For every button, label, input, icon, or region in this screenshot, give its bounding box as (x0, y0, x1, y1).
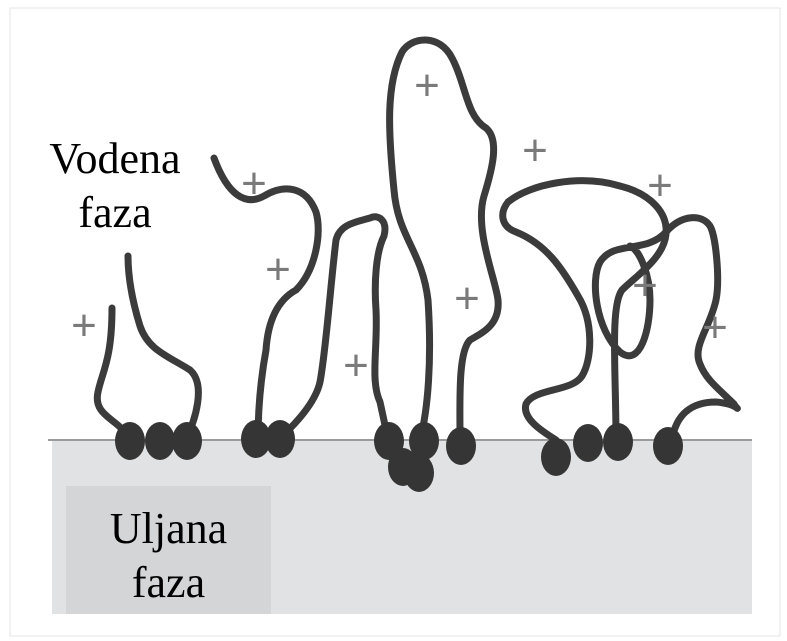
water-phase-label: Vodena faza (40, 132, 190, 240)
anchor-bead (653, 427, 683, 465)
water-phase-label-line-1: Vodena (40, 132, 190, 186)
plus-symbol: + (265, 245, 291, 294)
polymer-chain-2 (128, 256, 198, 440)
plus-symbol: + (454, 274, 480, 323)
anchor-bead (145, 422, 175, 460)
polymer-chain-6 (503, 181, 666, 440)
polymer-chain-5 (390, 40, 499, 440)
anchor-bead (115, 422, 145, 460)
oil-phase-label: Uljana faza (66, 502, 271, 610)
plus-symbol: + (241, 159, 267, 208)
oil-phase-label-line-1: Uljana (66, 502, 271, 556)
anchor-bead (603, 423, 633, 461)
plus-symbol: + (647, 161, 673, 210)
anchor-bead (573, 424, 603, 462)
plus-symbol: + (632, 261, 658, 310)
polymer-chain-1 (97, 308, 128, 440)
anchor-bead (541, 438, 571, 476)
plus-symbol: + (343, 341, 369, 390)
polymer-chain-4 (278, 217, 388, 440)
anchor-bead (446, 427, 476, 465)
plus-symbol: + (414, 61, 440, 110)
plus-symbol: + (71, 301, 97, 350)
plus-symbol: + (522, 126, 548, 175)
anchor-bead (172, 422, 202, 460)
water-phase-label-line-2: faza (40, 186, 190, 240)
oil-phase-label-line-2: faza (66, 556, 271, 610)
anchor-bead (265, 420, 295, 458)
plus-symbol: + (702, 303, 728, 352)
anchor-bead (404, 454, 434, 492)
